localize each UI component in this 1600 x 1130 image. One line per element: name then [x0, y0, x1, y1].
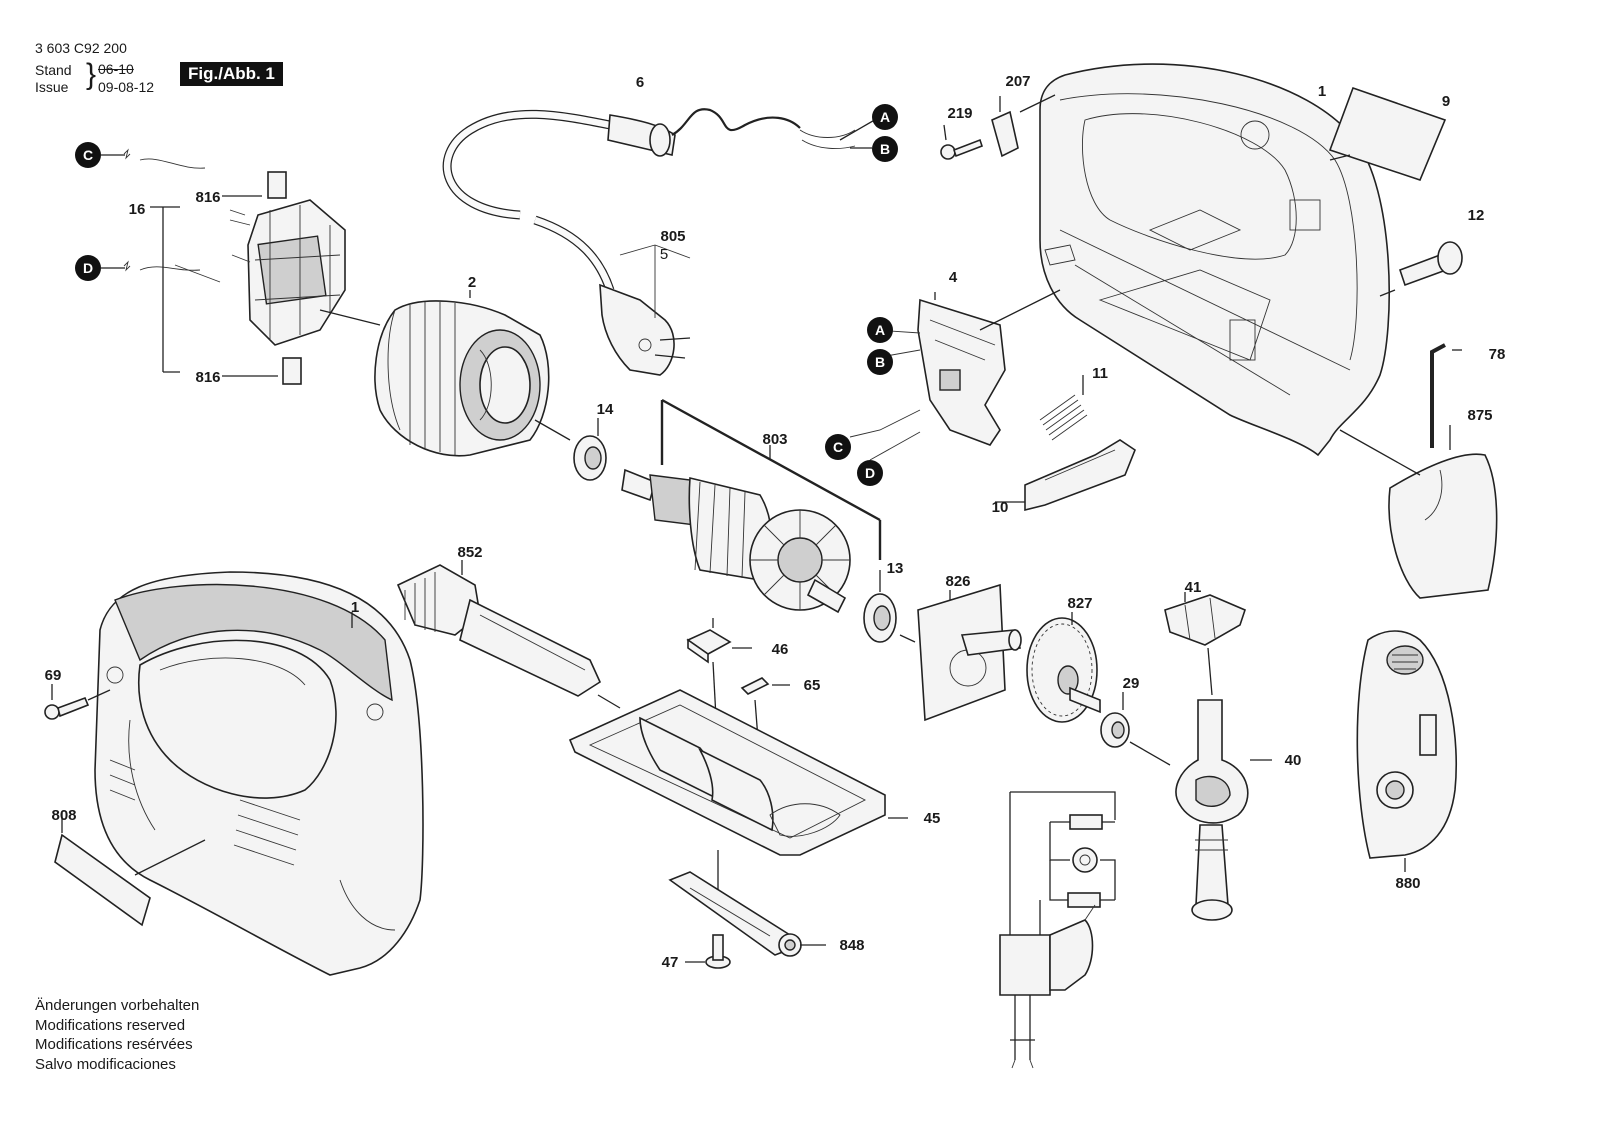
svg-text:A: A	[880, 109, 890, 125]
label-16: 16	[129, 201, 146, 218]
label-827: 827	[1067, 595, 1092, 612]
clip-207	[991, 94, 1056, 158]
label-14: 14	[597, 401, 614, 418]
connector-d-left: D	[75, 255, 125, 281]
figure-label: Fig./Abb. 1	[180, 62, 283, 86]
label-826: 826	[945, 573, 970, 590]
label-852: 852	[457, 544, 482, 561]
housing-half-left	[94, 571, 424, 976]
switch-4	[849, 289, 1061, 461]
note-de: Änderungen vorbehalten	[35, 997, 200, 1014]
ball-bearing-13	[863, 570, 897, 643]
spring-11	[1039, 375, 1088, 441]
label-11: 11	[1092, 365, 1108, 382]
note-en: Modifications reserved	[35, 1016, 186, 1034]
part-code: 3 603 C92 200	[35, 40, 127, 56]
mains-plug-805	[599, 244, 691, 376]
label-816-top: 816	[195, 189, 220, 206]
label-10: 10	[992, 499, 1009, 516]
bolt-12	[1379, 241, 1463, 297]
label-45: 45	[924, 810, 941, 827]
label-12: 12	[1468, 207, 1485, 224]
label-40: 40	[1285, 752, 1302, 769]
button-10	[995, 439, 1136, 512]
lifting-rod-40	[1175, 699, 1272, 921]
hex-key-78	[1430, 343, 1462, 448]
brace: }	[86, 58, 97, 91]
label-65: 65	[804, 677, 821, 694]
stand-date: 06-10	[98, 61, 134, 77]
svg-text:C: C	[83, 147, 93, 163]
lever-848	[668, 850, 826, 957]
wiring-diagram	[999, 791, 1116, 1069]
guide-41	[1164, 592, 1246, 696]
label-47: 47	[662, 954, 679, 971]
connector-b-switch: B	[867, 349, 893, 375]
svg-text:B: B	[875, 354, 885, 370]
note-es: Salvo modificaciones	[35, 1055, 176, 1073]
svg-text:A: A	[875, 322, 885, 338]
brush-holder-16	[123, 148, 381, 385]
field-coil-2	[374, 290, 571, 457]
label-plate-808	[54, 833, 151, 927]
housing-half-right	[1039, 63, 1391, 457]
power-cord-6	[442, 108, 856, 292]
svg-text:C: C	[833, 439, 843, 455]
label-9: 9	[1442, 93, 1450, 110]
svg-text:D: D	[865, 465, 875, 481]
label-207: 207	[1005, 73, 1030, 90]
connector-d-switch: D	[857, 460, 883, 486]
note-fr: Modifications resérvées	[35, 1036, 193, 1053]
label-816-bottom: 816	[195, 369, 220, 386]
connector-c-switch: C	[825, 434, 851, 460]
label-6: 6	[636, 74, 644, 91]
connector-a-switch: A	[867, 317, 893, 343]
connector-a-top: A	[839, 104, 898, 141]
screw-219	[940, 124, 984, 160]
label-1-top: 1	[1318, 83, 1326, 100]
modification-notes: Änderungen vorbehalten Modifications res…	[35, 996, 199, 1074]
label-5: 5	[660, 246, 668, 263]
svg-text:B: B	[880, 141, 890, 157]
issue-label: Issue	[35, 79, 69, 95]
base-plate-45	[568, 689, 908, 856]
label-803: 803	[762, 431, 787, 448]
label-875: 875	[1467, 407, 1492, 424]
label-78: 78	[1489, 346, 1506, 363]
cover-875	[1339, 425, 1498, 599]
label-4: 4	[949, 269, 958, 286]
svg-text:D: D	[83, 260, 93, 276]
label-805: 805	[660, 228, 685, 245]
guide-plate-826	[899, 583, 1022, 722]
stand-label: Stand	[35, 62, 72, 78]
ball-bearing-14	[573, 418, 607, 481]
label-219: 219	[947, 105, 972, 122]
label-46: 46	[772, 641, 789, 658]
label-69: 69	[45, 667, 62, 684]
label-848: 848	[839, 937, 864, 954]
label-808: 808	[51, 807, 76, 824]
label-29: 29	[1123, 675, 1140, 692]
connector-b-top: B	[850, 136, 898, 162]
label-2: 2	[468, 274, 476, 291]
roller-29	[1100, 692, 1171, 766]
blade-guide-852	[396, 560, 621, 709]
handle-cover-880	[1356, 630, 1458, 872]
gear-827	[1026, 612, 1101, 723]
screw-47	[685, 934, 731, 969]
label-880: 880	[1395, 875, 1420, 892]
issue-date: 09-08-12	[98, 79, 155, 95]
label-13: 13	[887, 560, 904, 577]
armature-803	[621, 398, 882, 614]
label-1-bottom: 1	[351, 599, 359, 616]
label-41: 41	[1185, 579, 1202, 596]
label-plate-9	[1328, 86, 1447, 181]
connector-c-left: C	[75, 142, 125, 168]
screw-69	[44, 684, 111, 720]
